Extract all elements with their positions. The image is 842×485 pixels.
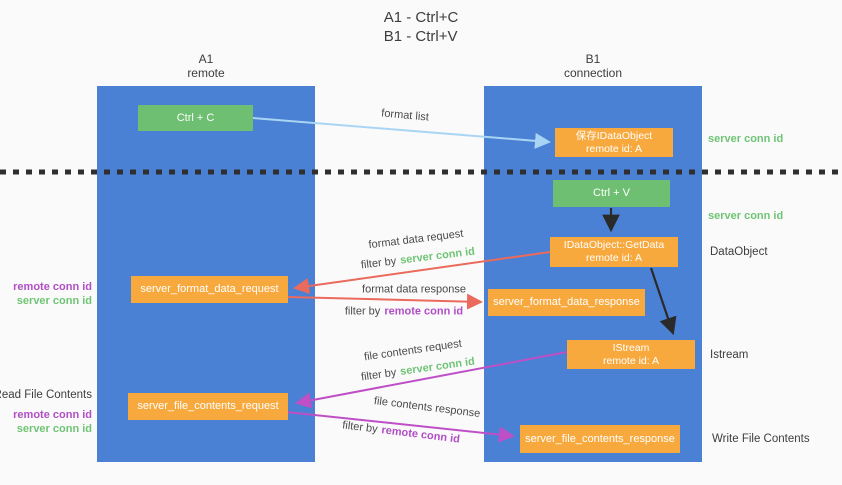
node-server-format-data-response-label: server_format_data_response — [493, 296, 640, 308]
node-getdata: IDataObject::GetData remote id: A — [550, 237, 678, 267]
title-line-a1: A1 - Ctrl+C — [383, 9, 459, 26]
server-conn-id-text: server conn id — [399, 355, 476, 378]
annotation-remote-conn-id-top-left: remote conn id — [13, 281, 92, 293]
node-server-file-contents-response-label: server_file_contents_response — [525, 432, 675, 445]
diagram-title: A1 - Ctrl+C B1 - Ctrl+V — [0, 8, 842, 46]
annotation-remote-conn-id-bottom-left: remote conn id — [13, 409, 92, 421]
annotation-server-conn-id-top-left: server conn id — [16, 295, 92, 307]
lane-a1-role: remote — [187, 66, 225, 80]
node-server-format-data-request: server_format_data_request — [131, 276, 288, 303]
lane-header-a1: A1 remote — [97, 52, 315, 80]
node-save-dataobject-line1: 保存IDataObject — [575, 129, 653, 142]
annotation-istream: Istream — [710, 349, 749, 361]
label-file-contents-response: file contents response — [373, 395, 481, 420]
node-ctrl-c: Ctrl + C — [138, 105, 253, 131]
node-ctrl-v: Ctrl + V — [553, 180, 670, 207]
node-getdata-line2: remote id: A — [585, 252, 643, 264]
node-save-dataobject-line2: remote id: A — [585, 142, 643, 155]
filter-by-text: filter by — [360, 255, 397, 272]
remote-conn-id-text: remote conn id — [384, 305, 464, 318]
filter-by-text: filter by — [360, 366, 398, 384]
annotation-read-file-contents: Read File Contents — [0, 389, 92, 401]
server-conn-id-text: server conn id — [399, 245, 476, 267]
node-save-dataobject: 保存IDataObject remote id: A — [555, 128, 673, 157]
annotation-server-conn-id-top-right: server conn id — [708, 133, 784, 145]
lane-header-b1: B1 connection — [484, 52, 702, 80]
node-server-format-data-request-label: server_format_data_request — [140, 283, 279, 295]
annotation-server-conn-id-mid-right: server conn id — [708, 210, 784, 222]
label-format-list: format list — [380, 107, 430, 124]
arrow-format-data-response — [287, 293, 483, 310]
remote-conn-id-text: remote conn id — [380, 424, 461, 446]
node-getdata-line1: IDataObject::GetData — [563, 239, 665, 251]
annotation-dataobject: DataObject — [710, 246, 768, 258]
node-server-file-contents-response: server_file_contents_response — [520, 425, 680, 453]
node-ctrl-v-label: Ctrl + V — [593, 187, 630, 199]
node-server-file-contents-request: server_file_contents_request — [128, 393, 288, 420]
node-istream-line1: IStream — [612, 341, 650, 354]
annotation-write-file-contents: Write File Contents — [712, 433, 810, 445]
node-istream: IStream remote id: A — [567, 340, 695, 369]
node-server-format-data-response: server_format_data_response — [488, 289, 645, 316]
lane-a1-id: A1 — [198, 52, 214, 66]
filter-by-text: filter by — [344, 305, 381, 318]
label-format-data-response: format data response — [362, 283, 466, 296]
node-ctrl-c-label: Ctrl + C — [176, 111, 215, 124]
node-server-file-contents-request-label: server_file_contents_request — [137, 400, 279, 412]
filter-by-text: filter by — [341, 419, 379, 436]
lane-b1-role: connection — [563, 66, 623, 80]
title-line-b1: B1 - Ctrl+V — [383, 28, 458, 45]
lane-b1-id: B1 — [585, 52, 601, 66]
node-istream-line2: remote id: A — [602, 354, 660, 367]
annotation-server-conn-id-bottom-left: server conn id — [16, 423, 92, 435]
